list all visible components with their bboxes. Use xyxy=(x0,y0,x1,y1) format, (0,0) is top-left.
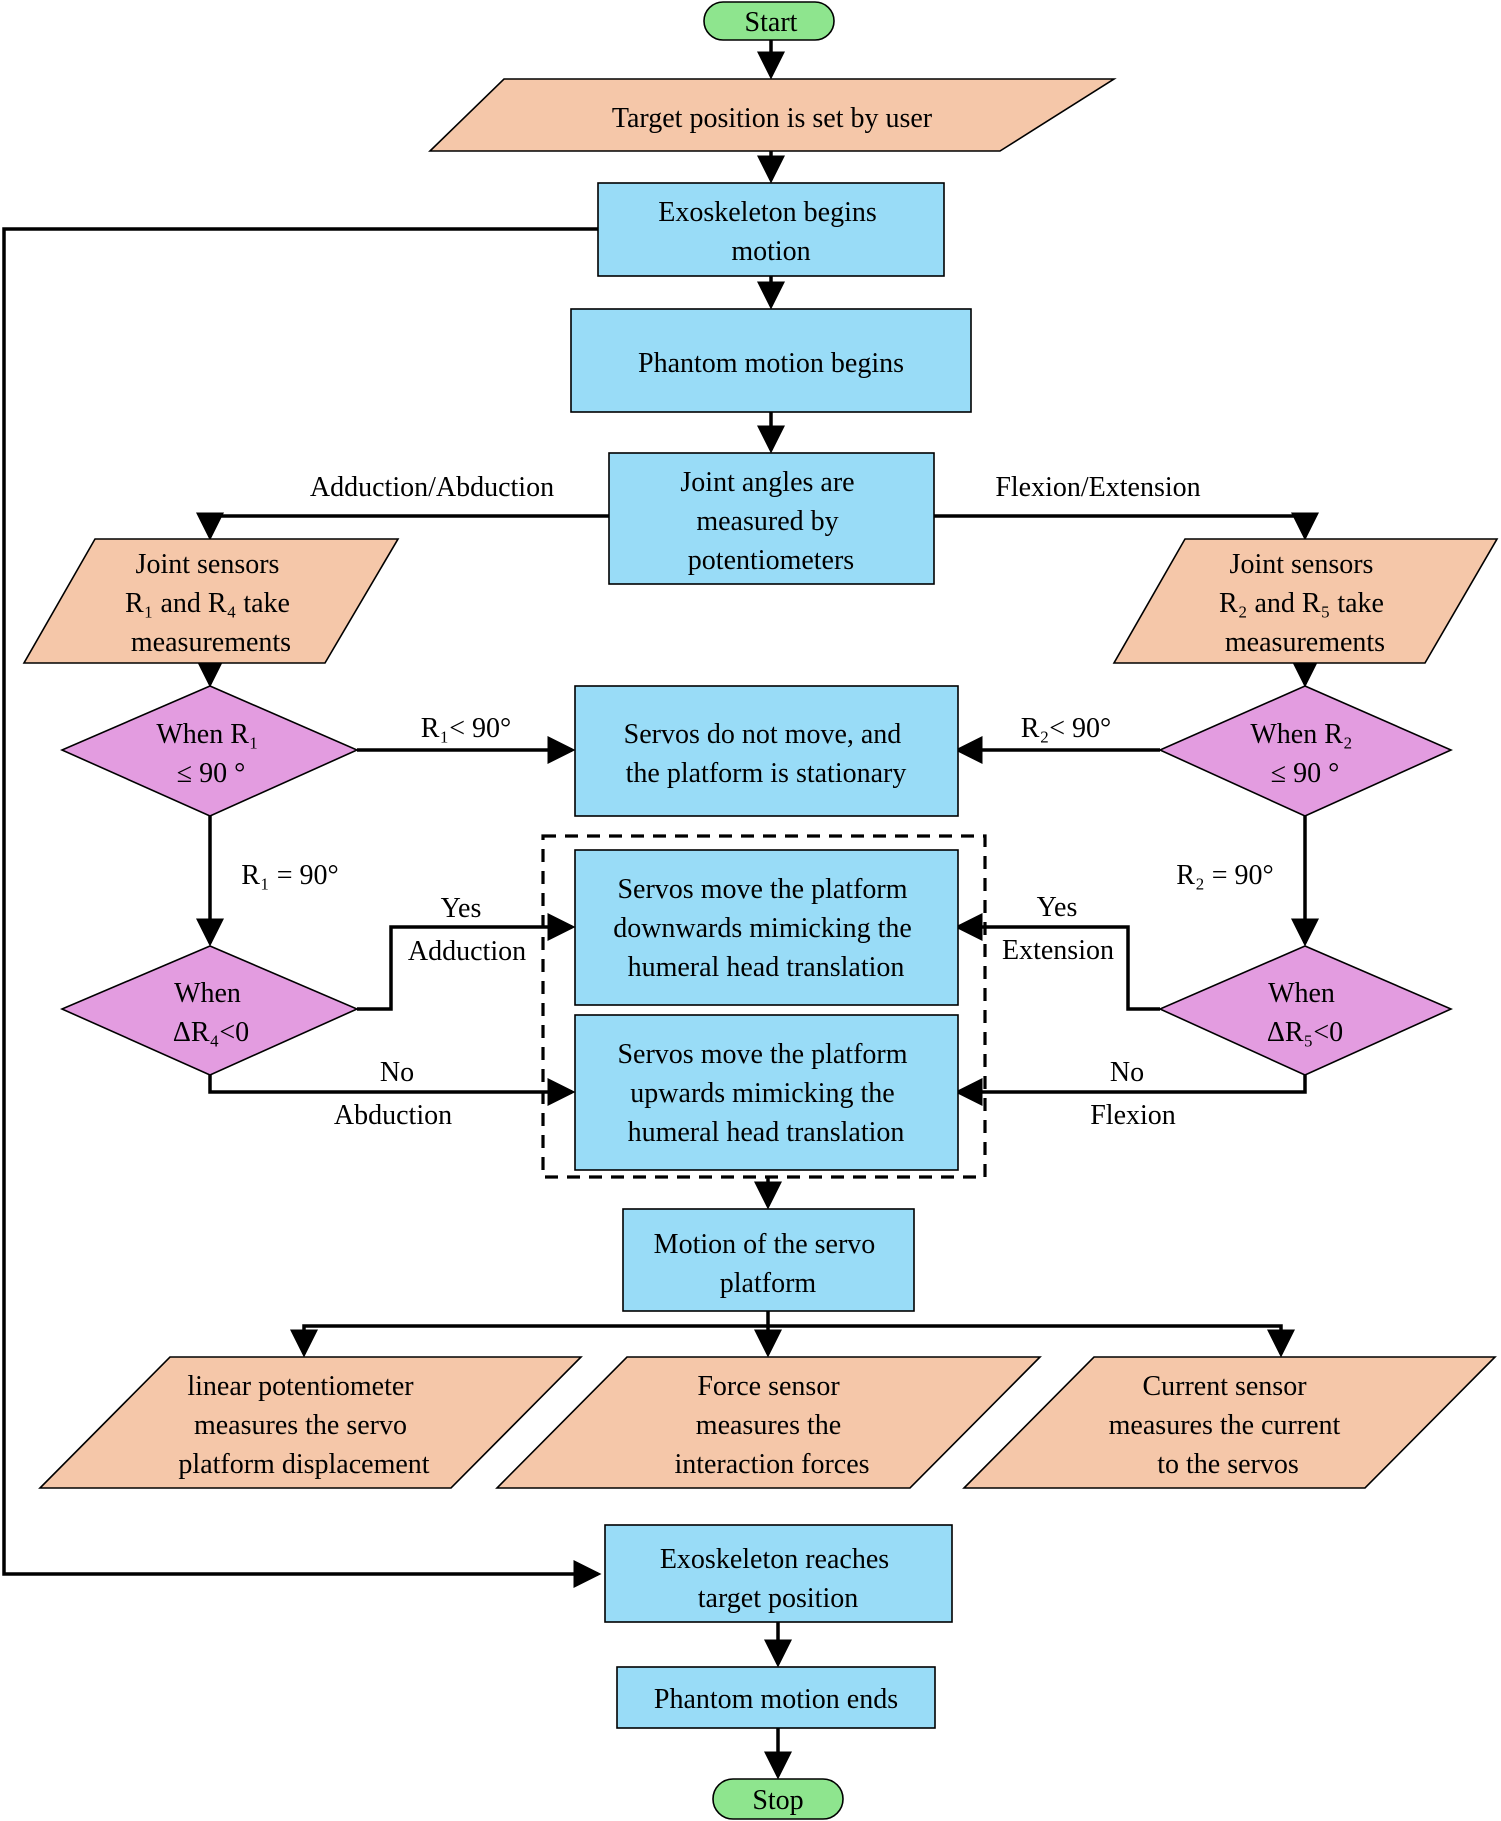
phantom-begins-text: Phantom motion begins xyxy=(638,348,904,379)
force-sensor-node xyxy=(495,1356,1042,1489)
edge-dr5-down xyxy=(954,913,1160,1011)
exo-begins-node xyxy=(597,182,945,277)
when-dr4-text: When ΔR₄<0 xyxy=(173,978,249,1048)
edge-dr4-up xyxy=(208,1075,576,1106)
label-adduction-abduction: Adduction/Abduction xyxy=(310,472,554,503)
move-down-text: Servos move the platform downwards mimic… xyxy=(613,874,919,983)
phantom-begins-node xyxy=(570,308,972,413)
move-down-node xyxy=(574,849,959,1006)
linear-pot-node xyxy=(38,1356,583,1489)
label-r2-lt: R₂< 90° xyxy=(1021,713,1111,744)
shapes xyxy=(22,1,1499,1820)
edge-dr5-up xyxy=(954,1075,1307,1106)
sensors-right-node xyxy=(1112,538,1499,664)
stationary-node xyxy=(574,685,959,817)
exo-begins-text: Exoskeleton begins motion xyxy=(658,197,884,267)
when-r1-node xyxy=(60,685,359,817)
joint-angles-text: Joint angles are measured by potentiomet… xyxy=(680,467,861,576)
phantom-ends-text: Phantom motion ends xyxy=(654,1684,898,1715)
current-sensor-node xyxy=(962,1356,1497,1489)
edge-bus-left xyxy=(290,1324,768,1358)
sensors-right-text: Joint sensors R₂ and R₅ take measurement… xyxy=(1219,549,1391,658)
edge-labels: Adduction/Abduction Flexion/Extension R₁… xyxy=(241,472,1273,1131)
start-node xyxy=(703,1,835,41)
motion-platform-text: Motion of the servo platform xyxy=(654,1229,883,1299)
label-r2-eq: R₂ = 90° xyxy=(1176,860,1273,891)
label-no-left: No xyxy=(380,1057,414,1088)
edge-dr4-down xyxy=(357,913,576,1011)
label-no-right: No xyxy=(1110,1057,1144,1088)
exo-reaches-text: Exoskeleton reaches target position xyxy=(660,1544,896,1614)
stop-text: Stop xyxy=(752,1785,803,1816)
phantom-ends-node xyxy=(616,1666,936,1729)
move-up-text: Servos move the platform upwards mimicki… xyxy=(617,1039,914,1148)
label-flexion: Flexion xyxy=(1090,1100,1176,1131)
sensors-left-node xyxy=(22,538,400,664)
label-yes-left: Yes xyxy=(441,893,482,924)
node-texts: Start Target position is set by user Exo… xyxy=(125,7,1391,1816)
edge-joint-right xyxy=(934,512,1319,541)
label-r1-eq: R₁ = 90° xyxy=(241,860,338,891)
stationary-text: Servos do not move, and the platform is … xyxy=(624,719,909,789)
when-dr5-node xyxy=(1158,945,1453,1076)
when-r2-text: When R₂ ≤ 90 ° xyxy=(1250,719,1359,789)
linear-pot-text: linear potentiometer measures the servo … xyxy=(178,1371,429,1480)
label-yes-right: Yes xyxy=(1037,892,1078,923)
target-set-text: Target position is set by user xyxy=(612,103,933,134)
when-dr5-text: When ΔR₅<0 xyxy=(1267,978,1343,1048)
motion-platform-node xyxy=(622,1208,915,1312)
label-flexion-extension: Flexion/Extension xyxy=(995,472,1200,503)
current-sensor-text: Current sensor measures the current to t… xyxy=(1109,1371,1348,1480)
joint-angles-node xyxy=(608,452,935,585)
target-set-node xyxy=(428,78,1117,152)
start-text: Start xyxy=(745,7,798,38)
servo-move-group xyxy=(541,834,987,1179)
sensors-left-text: Joint sensors R₁ and R₄ take measurement… xyxy=(125,549,297,658)
label-abduction: Abduction xyxy=(334,1100,452,1131)
connectors xyxy=(2,40,1319,1780)
move-up-node xyxy=(574,1014,959,1171)
when-dr4-node xyxy=(59,945,359,1076)
label-r1-lt: R₁< 90° xyxy=(421,713,511,744)
stop-node xyxy=(712,1778,844,1820)
edge-joint-left xyxy=(196,512,609,541)
label-extension: Extension xyxy=(1002,935,1114,966)
when-r1-text: When R₁ ≤ 90 ° xyxy=(156,719,265,789)
when-r2-node xyxy=(1158,685,1453,817)
edge-bus-right xyxy=(768,1324,1295,1358)
exo-reaches-node xyxy=(604,1524,953,1623)
edge-exo-loop xyxy=(2,227,602,1588)
force-sensor-text: Force sensor measures the interaction fo… xyxy=(674,1371,869,1480)
label-adduction: Adduction xyxy=(408,936,526,967)
